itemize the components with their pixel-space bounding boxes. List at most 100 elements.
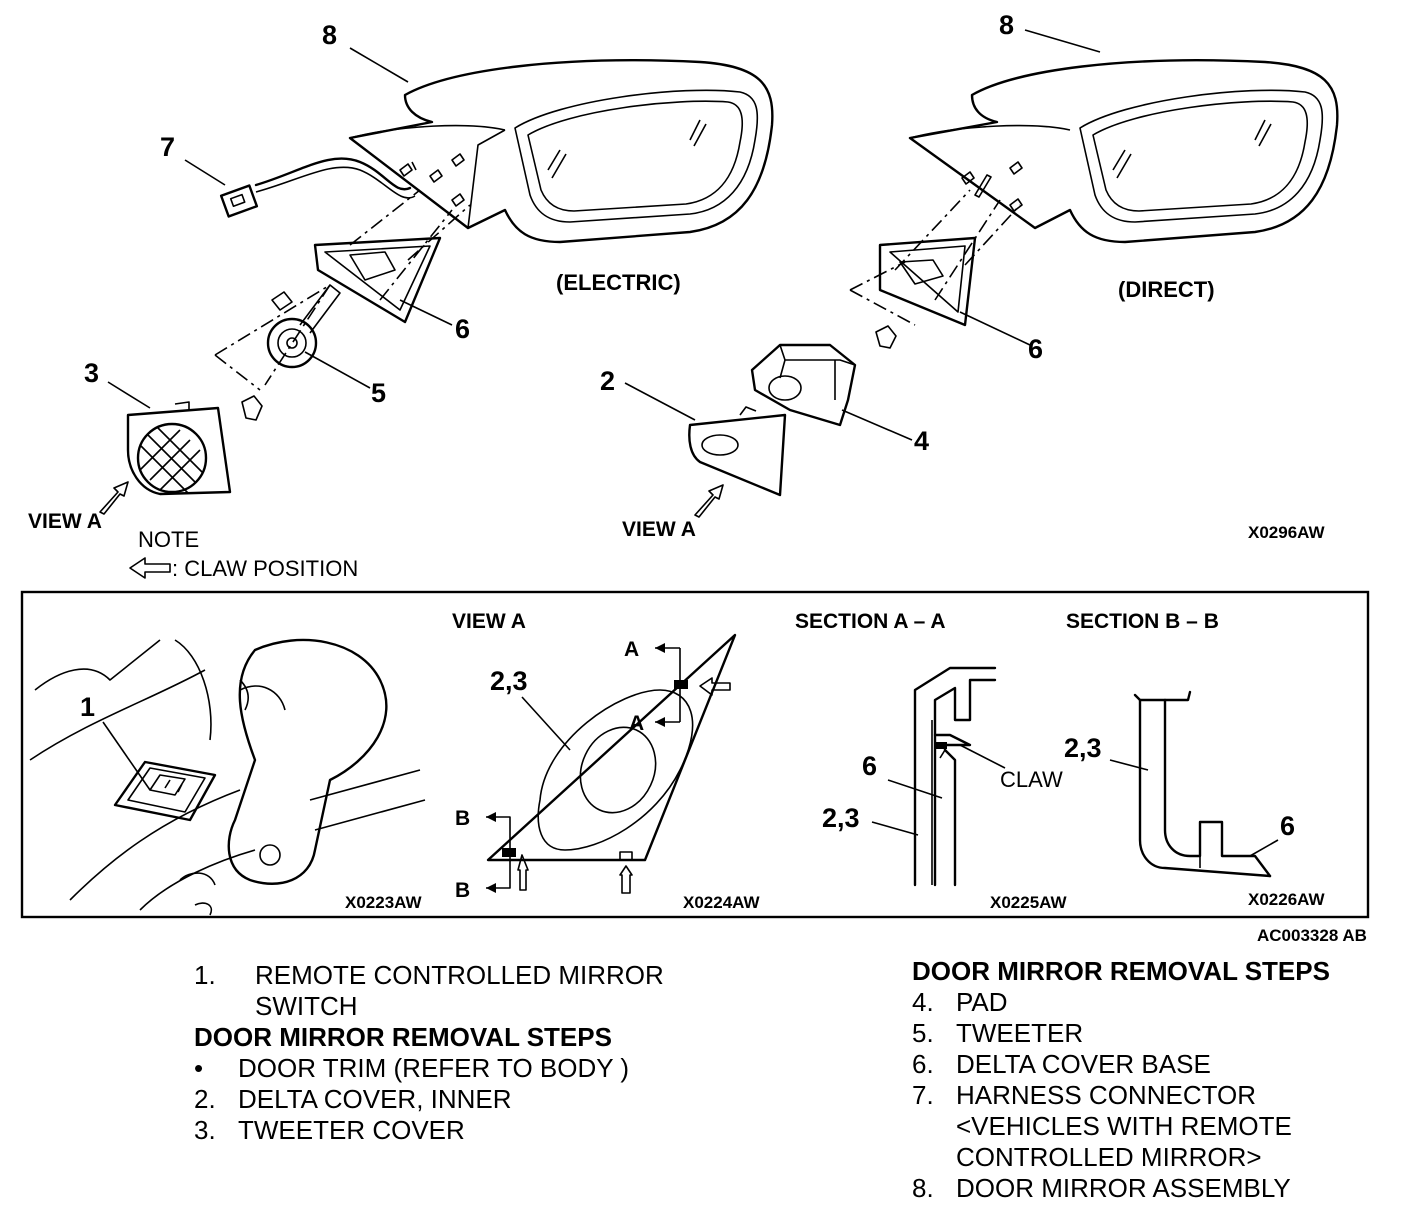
- legend-right-step: 6. DELTA COVER BASE: [912, 1049, 1330, 1080]
- label-electric: (ELECTRIC): [556, 270, 681, 295]
- mirror-studs-direct: [961, 161, 1023, 212]
- leader-switch-1: [102, 721, 151, 791]
- callout-section-bb-23: 2,3: [1064, 733, 1102, 763]
- legend-step-text: CONTROLLED MIRROR>: [956, 1142, 1262, 1172]
- pad: [750, 343, 857, 427]
- label-b-bottom: B: [455, 879, 470, 902]
- note-title: NOTE: [138, 527, 199, 552]
- tweeter-cover: [126, 401, 232, 496]
- legend-step-number: 4.: [912, 987, 934, 1017]
- section-aa-title: SECTION A – A: [795, 610, 946, 633]
- code-x0224aw: X0224AW: [683, 893, 760, 912]
- code-x0226aw: X0226AW: [1248, 890, 1325, 909]
- legend-right-step: 8.DOOR MIRROR ASSEMBLY: [912, 1173, 1330, 1204]
- harness-connector: [219, 157, 416, 218]
- callout-electric-7: 7: [160, 132, 175, 162]
- legend-item-1: 1. REMOTE CONTROLLED MIRROR: [194, 960, 664, 991]
- section-bb-drawing: [1133, 690, 1272, 878]
- leader-lines-top: [107, 29, 1101, 441]
- claw-arrow-icon: [129, 557, 171, 579]
- legend-step-number: 7.: [912, 1080, 934, 1110]
- legend-right-step: 4. PAD: [912, 987, 1330, 1018]
- clip-direct: [875, 325, 897, 349]
- exploded-diagram: 8 7 6 5 3 8 6 2 4 (ELECTRIC) (DIRECT) VI…: [20, 10, 1370, 945]
- callout-electric-8: 8: [322, 20, 337, 50]
- callout-direct-2: 2: [600, 366, 615, 396]
- legend-step-text: DELTA COVER BASE: [956, 1049, 1211, 1079]
- legend-left-step: 2. DELTA COVER, INNER: [194, 1084, 664, 1115]
- callout-section-aa-23: 2,3: [822, 803, 860, 833]
- legend-step-number: 5.: [912, 1018, 934, 1048]
- legend-step-text: DELTA COVER, INNER: [238, 1084, 512, 1114]
- delta-cover-inner: [688, 406, 787, 497]
- callout-view-a-23: 2,3: [490, 666, 528, 696]
- view-a-arrow-direct: [694, 484, 724, 518]
- legend-left-step: 3. TWEETER COVER: [194, 1115, 664, 1146]
- detail-panel-frame: [20, 590, 1370, 919]
- legend-step-number: 3.: [194, 1115, 216, 1145]
- leader-section-aa-6: [887, 779, 943, 799]
- label-b-top: B: [455, 807, 470, 830]
- mirror-assembly-direct: [908, 59, 1339, 244]
- section-aa-drawing: [913, 666, 997, 887]
- callout-section-bb-6: 6: [1280, 811, 1295, 841]
- legend-right: DOOR MIRROR REMOVAL STEPS 4. PAD 5. TWEETER…: [912, 956, 1330, 1204]
- tweeter: [266, 284, 341, 369]
- legend-item-1-text-line1: REMOTE CONTROLLED MIRROR: [255, 960, 664, 990]
- legend-right-step: 5. TWEETER: [912, 1018, 1330, 1049]
- switch-illustration: [29, 638, 426, 916]
- leader-claw: [959, 744, 1006, 769]
- code-x0223aw: X0223AW: [345, 893, 422, 912]
- legend-item-1-continued: SWITCH: [194, 991, 664, 1022]
- delta-cover-base-electric: [313, 236, 442, 324]
- legend-left-steps: •DOOR TRIM (REFER TO BODY )2. DELTA COVER…: [194, 1053, 664, 1146]
- legend-step-text: PAD: [956, 987, 1008, 1017]
- legend-step-text: DOOR MIRROR ASSEMBLY: [956, 1173, 1291, 1203]
- view-a-label-electric: VIEW A: [28, 510, 102, 533]
- figure-id: AC003328 AB: [1257, 926, 1367, 945]
- legend-right-step: <VEHICLES WITH REMOTE: [912, 1111, 1330, 1142]
- callout-section-aa-6: 6: [862, 751, 877, 781]
- callout-electric-3: 3: [84, 358, 99, 388]
- legend-step-number: [912, 1111, 956, 1142]
- legend-step-text: DOOR TRIM (REFER TO BODY ): [238, 1053, 630, 1083]
- legend-item-1-text-line2: SWITCH: [255, 991, 358, 1021]
- legend-left-step: •DOOR TRIM (REFER TO BODY ): [194, 1053, 664, 1084]
- legend-right-steps: 4. PAD 5. TWEETER 6. DELTA COVER BASE 7. HARNES…: [912, 987, 1330, 1204]
- legend-step-number: 6.: [912, 1049, 934, 1079]
- callout-direct-6: 6: [1028, 334, 1043, 364]
- legend-right-step: 7. HARNESS CONNECTOR: [912, 1080, 1330, 1111]
- assembly-guide-lines-direct: [849, 189, 1021, 326]
- legend-step-number: [912, 1142, 956, 1173]
- legend-step-number: 2.: [194, 1084, 216, 1114]
- claw-label: CLAW: [1000, 767, 1063, 792]
- view-a-cover-outline: [486, 633, 737, 894]
- legend-right-heading: DOOR MIRROR REMOVAL STEPS: [912, 956, 1330, 986]
- mirror-studs-electric: [399, 153, 465, 207]
- legend-right-step: CONTROLLED MIRROR>: [912, 1142, 1330, 1173]
- section-bb-title: SECTION B – B: [1066, 610, 1219, 633]
- callout-direct-8: 8: [999, 10, 1014, 40]
- callout-direct-4: 4: [914, 426, 929, 456]
- view-a-title: VIEW A: [452, 610, 526, 633]
- view-a-arrow-electric: [99, 481, 129, 515]
- legend-step-text: TWEETER: [956, 1018, 1084, 1048]
- leader-section-bb-6: [1249, 839, 1279, 857]
- leader-view-a-23: [521, 696, 571, 751]
- label-a-top: A: [624, 638, 639, 661]
- callout-switch-1: 1: [80, 692, 95, 722]
- leader-section-bb-23: [1109, 759, 1149, 771]
- legend-left: 1. REMOTE CONTROLLED MIRROR SWITCH DOOR …: [194, 960, 664, 1146]
- legend-step-text: <VEHICLES WITH REMOTE: [956, 1111, 1292, 1141]
- legend-step-text: HARNESS CONNECTOR: [956, 1080, 1257, 1110]
- clip-electric: [241, 395, 263, 421]
- code-x0225aw: X0225AW: [990, 893, 1067, 912]
- callout-electric-6: 6: [455, 314, 470, 344]
- legend-step-text: TWEETER COVER: [238, 1115, 465, 1145]
- label-a-bottom: A: [629, 712, 644, 735]
- leader-section-aa-23: [871, 821, 919, 836]
- note-text: : CLAW POSITION: [172, 556, 358, 581]
- label-direct: (DIRECT): [1118, 277, 1215, 302]
- mirror-assembly-electric: [348, 59, 774, 244]
- assembly-guide-lines-electric: [214, 189, 471, 391]
